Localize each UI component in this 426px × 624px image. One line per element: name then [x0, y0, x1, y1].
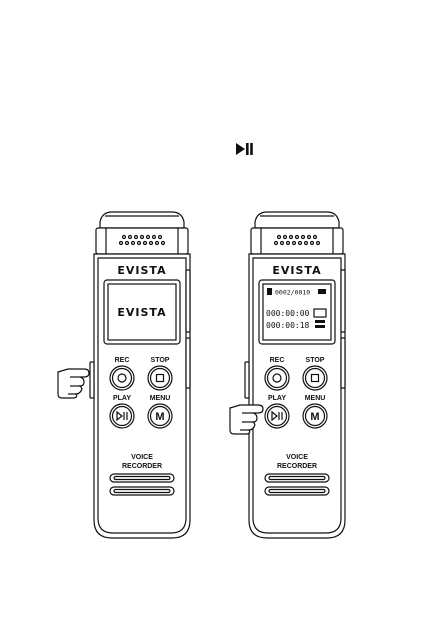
- play-label: PLAY: [268, 395, 286, 402]
- stop-label: STOP: [151, 357, 170, 364]
- menu-key: M: [310, 411, 319, 423]
- menu-button[interactable]: M: [303, 404, 327, 428]
- rec-label: REC: [115, 357, 130, 364]
- model-line-2: RECORDER: [277, 463, 317, 470]
- rec-button[interactable]: [265, 366, 289, 390]
- model-line-2: RECORDER: [122, 463, 162, 470]
- rec-label: REC: [270, 357, 285, 364]
- device-brand: EVISTA: [117, 264, 166, 277]
- stop-label: STOP: [306, 357, 325, 364]
- voice-recorder-left: EVISTA EVISTA REC STOP PLAY MENU: [58, 212, 190, 538]
- play-button[interactable]: [110, 404, 134, 428]
- stop-button[interactable]: [303, 366, 327, 390]
- folder-icon: [267, 288, 272, 295]
- menu-button[interactable]: M: [148, 404, 172, 428]
- menu-key: M: [155, 411, 164, 423]
- file-index: 0002/0010: [275, 289, 310, 297]
- screen-logo: EVISTA: [117, 306, 166, 319]
- rec-button[interactable]: [110, 366, 134, 390]
- battery-icon: [318, 289, 326, 294]
- menu-label: MENU: [305, 395, 326, 402]
- pointing-hand-icon: [58, 369, 89, 398]
- stop-button[interactable]: [148, 366, 172, 390]
- menu-label: MENU: [150, 395, 171, 402]
- voice-recorder-right: EVISTA 0002/0010 000:00:00 000:00:18 REC…: [230, 212, 345, 538]
- play-button[interactable]: [265, 404, 289, 428]
- model-line-1: VOICE: [131, 454, 153, 461]
- play-pause-icon: [236, 143, 253, 155]
- total-time: 000:00:18: [266, 321, 310, 330]
- elapsed-time: 000:00:00: [266, 309, 310, 318]
- play-label: PLAY: [113, 395, 131, 402]
- model-line-1: VOICE: [286, 454, 308, 461]
- device-brand: EVISTA: [272, 264, 321, 277]
